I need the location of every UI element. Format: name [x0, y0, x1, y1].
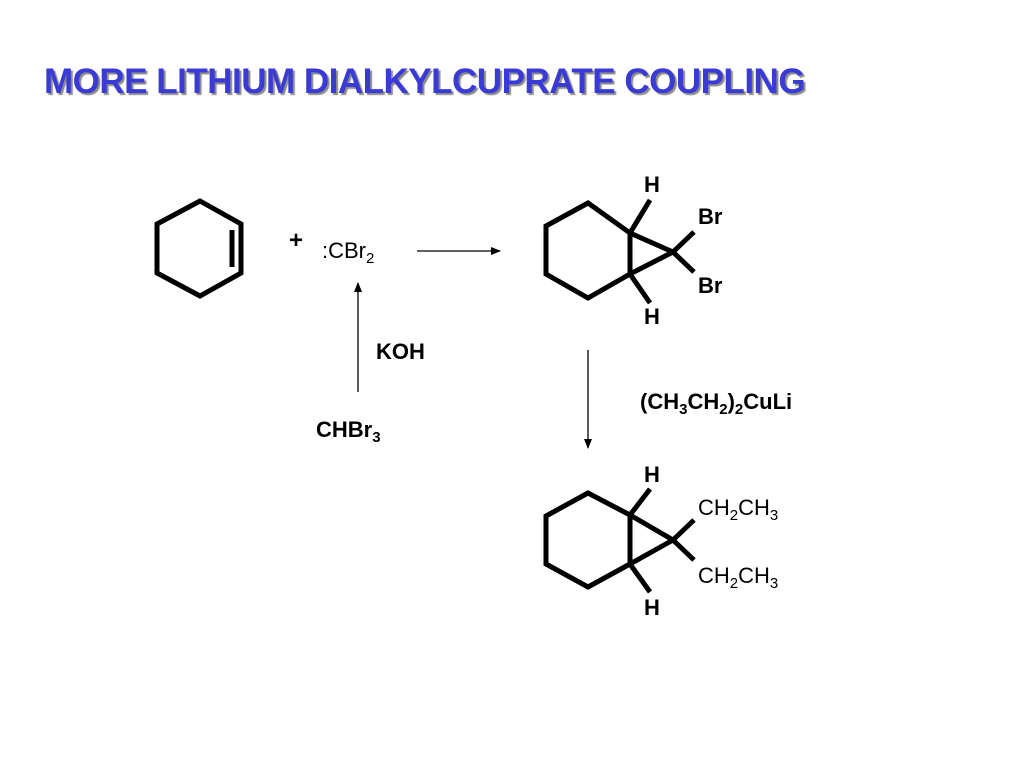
ethyl-top-ch3: CH: [738, 495, 770, 520]
ethyl-top-sub-3: 3: [769, 507, 779, 524]
reagent-sub-1: 3: [679, 401, 688, 418]
ethyl-bottom-ch: CH: [698, 563, 730, 588]
ethyl-top-sub-2: 2: [729, 507, 739, 524]
chbr3-sub: 3: [372, 429, 381, 446]
product1-h-bottom: H: [644, 304, 660, 329]
product1-br-top: Br: [698, 204, 723, 229]
dibromonorcarane-structure: [543, 198, 696, 305]
dibromocarbene-label: :CBr2: [322, 238, 375, 267]
product2-h-bottom: H: [644, 595, 660, 620]
ethyl-bottom-ch3: CH: [738, 563, 770, 588]
ethyl-top-ch: CH: [698, 495, 730, 520]
cyclohexene-ring: [154, 198, 244, 299]
product1-h-top: H: [644, 172, 660, 197]
ethyl-bottom-sub-2: 2: [729, 575, 739, 592]
slide-title: MORE LITHIUM DIALKYLCUPRATE COUPLING: [44, 62, 806, 101]
reagent-sub-2: 2: [719, 401, 728, 418]
chbr3-main: CHBr: [316, 417, 373, 442]
ethyl-bottom-sub-3: 3: [769, 575, 779, 592]
carbene-sub: 2: [366, 250, 375, 267]
reagent-sub-3: 2: [734, 401, 744, 418]
koh-label: KOH: [376, 339, 425, 364]
bromoform-label: CHBr3: [316, 417, 381, 446]
cuprate-reagent-label: (CH3CH2)2CuLi: [640, 389, 793, 418]
reagent-part-1: (CH: [640, 389, 680, 414]
reagent-part-2: CH: [687, 389, 720, 414]
reagent-part-3: ): [727, 389, 735, 414]
carbene-main: :CBr: [322, 238, 366, 263]
plus-sign: +: [289, 227, 304, 254]
product1-br-bottom: Br: [698, 273, 723, 298]
reagent-part-4: CuLi: [743, 389, 793, 414]
product2-h-top: H: [644, 462, 660, 487]
diethylnorcarane-structure: [543, 487, 696, 594]
product2-ethyl-bottom: CH2CH3: [698, 563, 779, 592]
product2-ethyl-top: CH2CH3: [698, 495, 779, 524]
